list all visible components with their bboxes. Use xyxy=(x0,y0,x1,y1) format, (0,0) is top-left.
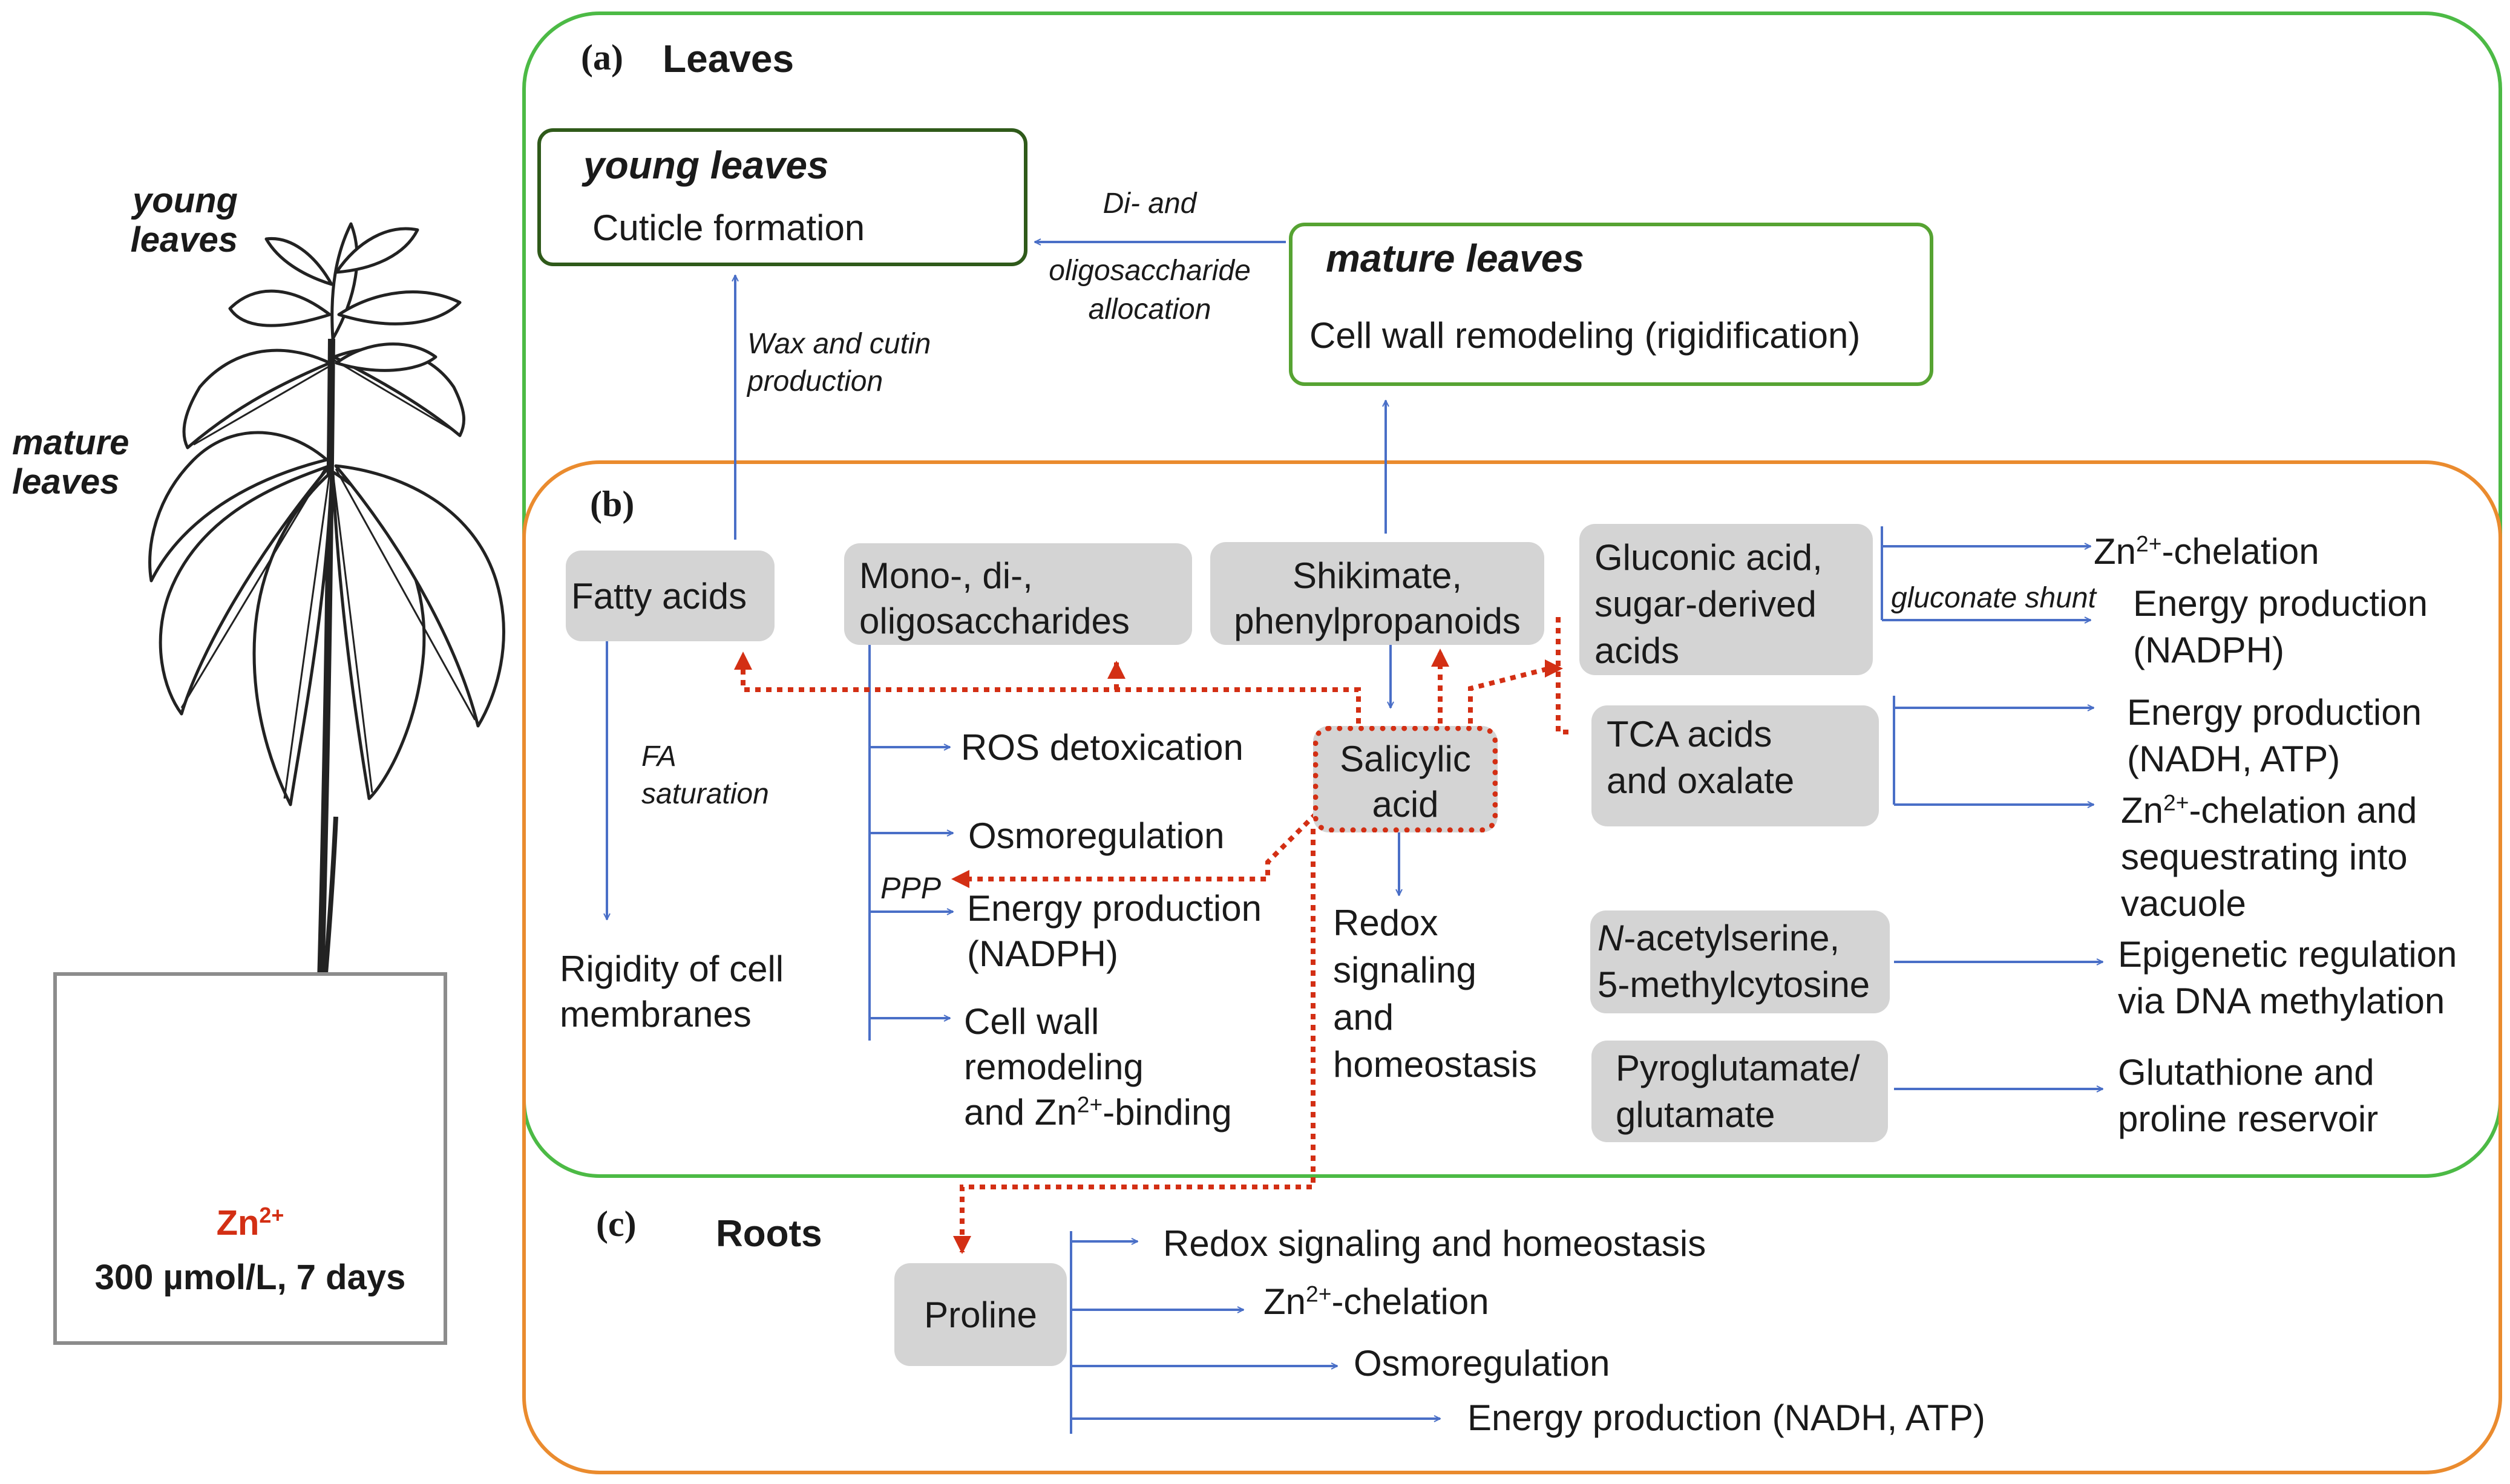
fatty-acids-box: Fatty acids xyxy=(566,551,775,641)
young-leaves-text: Cuticle formation xyxy=(592,208,865,248)
young-leaves-box: young leaves Cuticle formation xyxy=(537,128,1027,266)
energy-nadh-label: Energy production(NADH, ATP) xyxy=(2127,692,2422,779)
root-redox-label: Redox signaling and homeostasis xyxy=(1163,1223,1706,1264)
mature-leaves-text: Cell wall remodeling (rigidification) xyxy=(1309,315,1861,356)
proline-label: Proline xyxy=(924,1295,1037,1335)
shikimate-box: Shikimate,phenylpropanoids xyxy=(1210,542,1544,645)
dotted-to-fatty-acids xyxy=(734,652,1361,724)
root-zn-chelation-label: Zn2+-chelation xyxy=(1263,1281,1489,1322)
ros-detox-label: ROS detoxication xyxy=(961,727,1244,768)
ppp-label: PPP xyxy=(880,871,942,905)
energy-nadph2-label: Energy production(NADPH) xyxy=(2133,583,2428,670)
panel-a-letter: (a) xyxy=(581,38,623,77)
treatment-box xyxy=(53,972,447,1345)
blue-arrows xyxy=(607,242,2103,1434)
pyroglutamate-box: Pyroglutamate/glutamate xyxy=(1591,1041,1888,1142)
allocation-label: Di- and oligosaccharide allocation xyxy=(1049,188,1251,325)
pyroglutamate-label: Pyroglutamate/glutamate xyxy=(1616,1048,1860,1135)
shikimate-label: Shikimate,phenylpropanoids xyxy=(1234,555,1521,642)
acetylserine-label: N-acetylserine, 5-methylcytosine xyxy=(1597,918,1870,1005)
root-energy-label: Energy production (NADH, ATP) xyxy=(1467,1397,1985,1438)
zn-chelation-label: Zn2+-chelation xyxy=(2094,531,2319,572)
dotted-to-gluconic xyxy=(1468,659,1563,724)
sugars-label: Mono-, di-,oligosaccharides xyxy=(859,555,1130,642)
osmoregulation-label: Osmoregulation xyxy=(968,816,1225,856)
panel-c-letter: (c) xyxy=(596,1204,637,1244)
red-dotted-arrows xyxy=(734,617,1573,1254)
cell-wall-label: Cell wall remodeling and Zn2+-binding xyxy=(964,1001,1232,1133)
plant-drawing xyxy=(148,222,505,1186)
proline-box: Proline xyxy=(894,1263,1067,1366)
dotted-branch-tca xyxy=(1556,617,1573,734)
root-osmoregulation-label: Osmoregulation xyxy=(1354,1343,1610,1384)
dotted-to-ppp xyxy=(951,812,1318,888)
panel-bc-border xyxy=(522,460,2502,1474)
dotted-to-proline xyxy=(953,829,1316,1254)
panel-a-title: Leaves xyxy=(663,37,795,80)
young-leaves-title: young leaves xyxy=(583,143,829,187)
acetylserine-box: N-acetylserine, 5-methylcytosine xyxy=(1590,910,1890,1013)
zn-sequester-label: Zn2+-chelation and sequestrating into va… xyxy=(2121,789,2417,924)
gluconate-shunt-label: gluconate shunt xyxy=(1891,582,2096,614)
mature-leaves-title: mature leaves xyxy=(1326,237,1584,280)
fatty-acids-label: Fatty acids xyxy=(571,576,747,616)
panel-c-title: Roots xyxy=(716,1213,822,1255)
energy-nadph-label: Energy production(NADPH) xyxy=(967,888,1262,975)
treatment-ion: Zn2+ xyxy=(216,1203,284,1243)
panel-b-letter: (b) xyxy=(590,484,635,524)
sugars-box: Mono-, di-,oligosaccharides xyxy=(844,543,1192,645)
mature-leaves-box: mature leaves Cell wall remodeling (rigi… xyxy=(1289,223,1933,386)
treatment-condition: 300 µmol/L, 7 days xyxy=(94,1258,406,1297)
